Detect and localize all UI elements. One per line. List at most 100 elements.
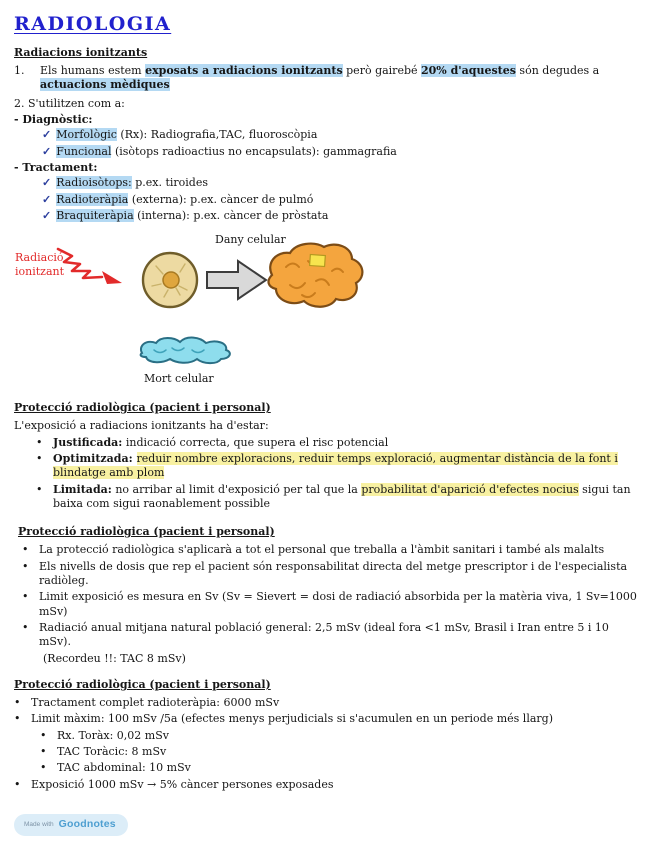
text-run: p.ex. tiroides <box>131 176 208 190</box>
checkmark-icon: ✓ <box>42 144 52 158</box>
highlighted-text: probabilitat d'aparició d'efectes nocius <box>361 482 579 496</box>
radiation-zigzag-arrow-icon <box>56 247 122 285</box>
bullet-text: Limit exposició es mesura en Sv (Sv = Si… <box>39 590 637 618</box>
bullet-text: Tractament complet radioteràpia: 6000 mS… <box>31 696 280 710</box>
check-item-braquiterapia: ✓ Braquiteràpia (interna): p.ex. càncer d… <box>42 208 640 223</box>
check-item-morfologic: ✓ Morfològic (Rx): Radiografia,TAC, fluor… <box>42 128 640 142</box>
bullet-icon: • <box>40 728 47 742</box>
bullet-text: Exposició 1000 mSv → 5% càncer persones … <box>31 777 334 791</box>
text-run: (Rx): Radiografia,TAC, fluoroscòpia <box>116 128 318 142</box>
page-title: RADIOLOGIA <box>14 13 172 35</box>
numbered-item-1-text: Els humans estem exposats a radiacions i… <box>40 64 640 93</box>
text-run: indicació correcta, que supera el risc p… <box>122 435 389 449</box>
bullet-text: Limit màxim: 100 mSv /5a (efectes menys … <box>31 712 553 726</box>
bullet-icon: • <box>22 590 29 604</box>
section-proteccio-2: Protecció radiològica (pacient i persona… <box>18 525 640 666</box>
highlighted-text: 20% d'aquestes <box>421 64 516 78</box>
bullet-term: Limitada: <box>53 482 112 496</box>
dead-cell <box>139 336 231 365</box>
bullet-text: Els nivells de dosis que rep el pacient … <box>39 559 628 588</box>
bullet-icon: • <box>40 761 47 775</box>
bullet-icon: • <box>40 745 47 759</box>
bullet-text: Limitada: no arribar al limit d'exposici… <box>53 482 640 512</box>
bullet-term: Optimitzada: <box>53 452 137 465</box>
sub-bullet-text: Rx. Toràx: 0,02 mSv <box>57 728 169 742</box>
highlighted-term: Morfològic <box>56 128 117 142</box>
bullet-icon: • <box>36 452 43 465</box>
list-number: 1. <box>14 64 25 78</box>
text-run: no arribar al limit d'exposició per tal … <box>111 482 362 496</box>
bullet-text: Radiació anual mitjana natural població … <box>39 620 609 649</box>
bullet-icon: • <box>14 712 21 726</box>
cell-diagram-canvas <box>56 242 364 365</box>
damaged-cell <box>267 242 364 308</box>
dany-celular-label: Dany celular <box>215 233 286 247</box>
right-arrow-icon <box>206 259 268 301</box>
bullet-item: • Exposició 1000 mSv → 5% càncer persone… <box>14 778 640 792</box>
highlighted-term: Braquiteràpia <box>56 208 134 222</box>
proteccio1-heading: Protecció radiològica (pacient i persona… <box>14 401 271 415</box>
bullet-icon: • <box>36 482 43 496</box>
made-with-label: Made with <box>24 820 54 828</box>
bullet-item: • Tractament complet radioteràpia: 6000 … <box>14 696 640 710</box>
bullet-item: • Radiació anual mitjana natural poblaci… <box>22 621 640 650</box>
bullet-item: • Limit màxim: 100 mSv /5a (efectes meny… <box>14 712 640 726</box>
sub-bullet-text: TAC abdominal: 10 mSv <box>57 761 191 775</box>
bullet-item-optimitzada: • Optimitzada: reduir nombre exploracion… <box>36 452 640 481</box>
highlighted-text: exposats a radiacions ionitzants <box>145 64 343 78</box>
highlighted-text: reduir nombre exploracions, reduir temps… <box>53 452 618 480</box>
bullet-icon: • <box>36 435 43 449</box>
bullet-icon: • <box>14 777 21 791</box>
checkmark-icon: ✓ <box>42 208 52 222</box>
goodnotes-logo: Goodnotes <box>58 818 116 831</box>
check-item-radioisotops: ✓ Radioisòtops: p.ex. tiroides <box>42 176 640 190</box>
text-run: són degudes a <box>515 64 600 78</box>
highlighted-term: Funcional <box>56 144 112 158</box>
bullet-item: • Els nivells de dosis que rep el pacien… <box>22 560 640 589</box>
proteccio2-heading: Protecció radiològica (pacient i persona… <box>18 525 275 539</box>
bullet-icon: • <box>22 620 29 634</box>
checkmark-icon: ✓ <box>42 176 52 190</box>
section-radiacions-ionitzants: Radiacions ionitzants 1. Els humans este… <box>14 46 640 223</box>
highlighted-term: Radioteràpia <box>56 192 129 206</box>
healthy-cell <box>141 251 199 309</box>
bullet-item-justificada: • Justificada: indicació correcta, que s… <box>36 436 640 450</box>
section-proteccio-1: Protecció radiològica (pacient i persona… <box>14 401 640 511</box>
text-run: Els humans estem <box>40 64 146 78</box>
sub-bullet-item: • TAC Toràcic: 8 mSv <box>40 745 640 759</box>
bullet-item-limitada: • Limitada: no arribar al limit d'exposi… <box>36 482 640 512</box>
section-proteccio-3: Protecció radiològica (pacient i persona… <box>14 678 640 792</box>
bullet-icon: • <box>14 696 21 710</box>
text-run: sigui tan baixa com sigui raonablement p… <box>53 482 631 510</box>
text-run: (externa): p.ex. càncer de pulmó <box>128 192 314 206</box>
check-item-funcional: ✓ Funcional (isòtops radioactius no encap… <box>42 144 640 159</box>
bullet-text: Optimitzada: reduir nombre exploracions,… <box>53 452 640 481</box>
radiacio-label-line1: Radiació <box>15 251 64 265</box>
bullet-item: • La protecció radiològica s'aplicarà a … <box>22 543 640 557</box>
text-run: (isòtops radioactius no encapsulats): ga… <box>111 144 397 158</box>
radiacio-label-line2: ionitzant <box>15 264 65 278</box>
text-run: (interna): p.ex. càncer de pròstata <box>133 208 329 222</box>
tractament-heading: - Tractament: <box>14 160 98 174</box>
sub-bullet-item: • Rx. Toràx: 0,02 mSv <box>40 729 640 743</box>
bullet-text: Justificada: indicació correcta, que sup… <box>53 436 640 450</box>
text-run: però gairebé <box>342 64 421 78</box>
checkmark-icon: ✓ <box>42 192 52 206</box>
checkmark-icon: ✓ <box>42 128 52 142</box>
sub-bullet-item: • TAC abdominal: 10 mSv <box>40 761 640 775</box>
mort-celular-label: Mort celular <box>144 372 214 386</box>
proteccio3-heading: Protecció radiològica (pacient i persona… <box>14 677 271 691</box>
diagnostic-heading: - Diagnòstic: <box>14 113 93 127</box>
numbered-item-1: 1. Els humans estem exposats a radiacion… <box>14 64 640 95</box>
bullet-term: Justificada: <box>53 435 123 449</box>
highlighted-term: Radioisòtops: <box>56 176 132 190</box>
bullet-icon: • <box>22 559 29 573</box>
highlighted-text: actuacions mèdiques <box>40 78 170 92</box>
bullet-icon: • <box>22 543 29 557</box>
goodnotes-badge[interactable]: Made with Goodnotes <box>14 814 128 836</box>
recordeu-note: (Recordeu !!: TAC 8 mSv) <box>43 651 186 665</box>
check-item-radioterapia: ✓ Radioteràpia (externa): p.ex. càncer de… <box>42 192 640 207</box>
